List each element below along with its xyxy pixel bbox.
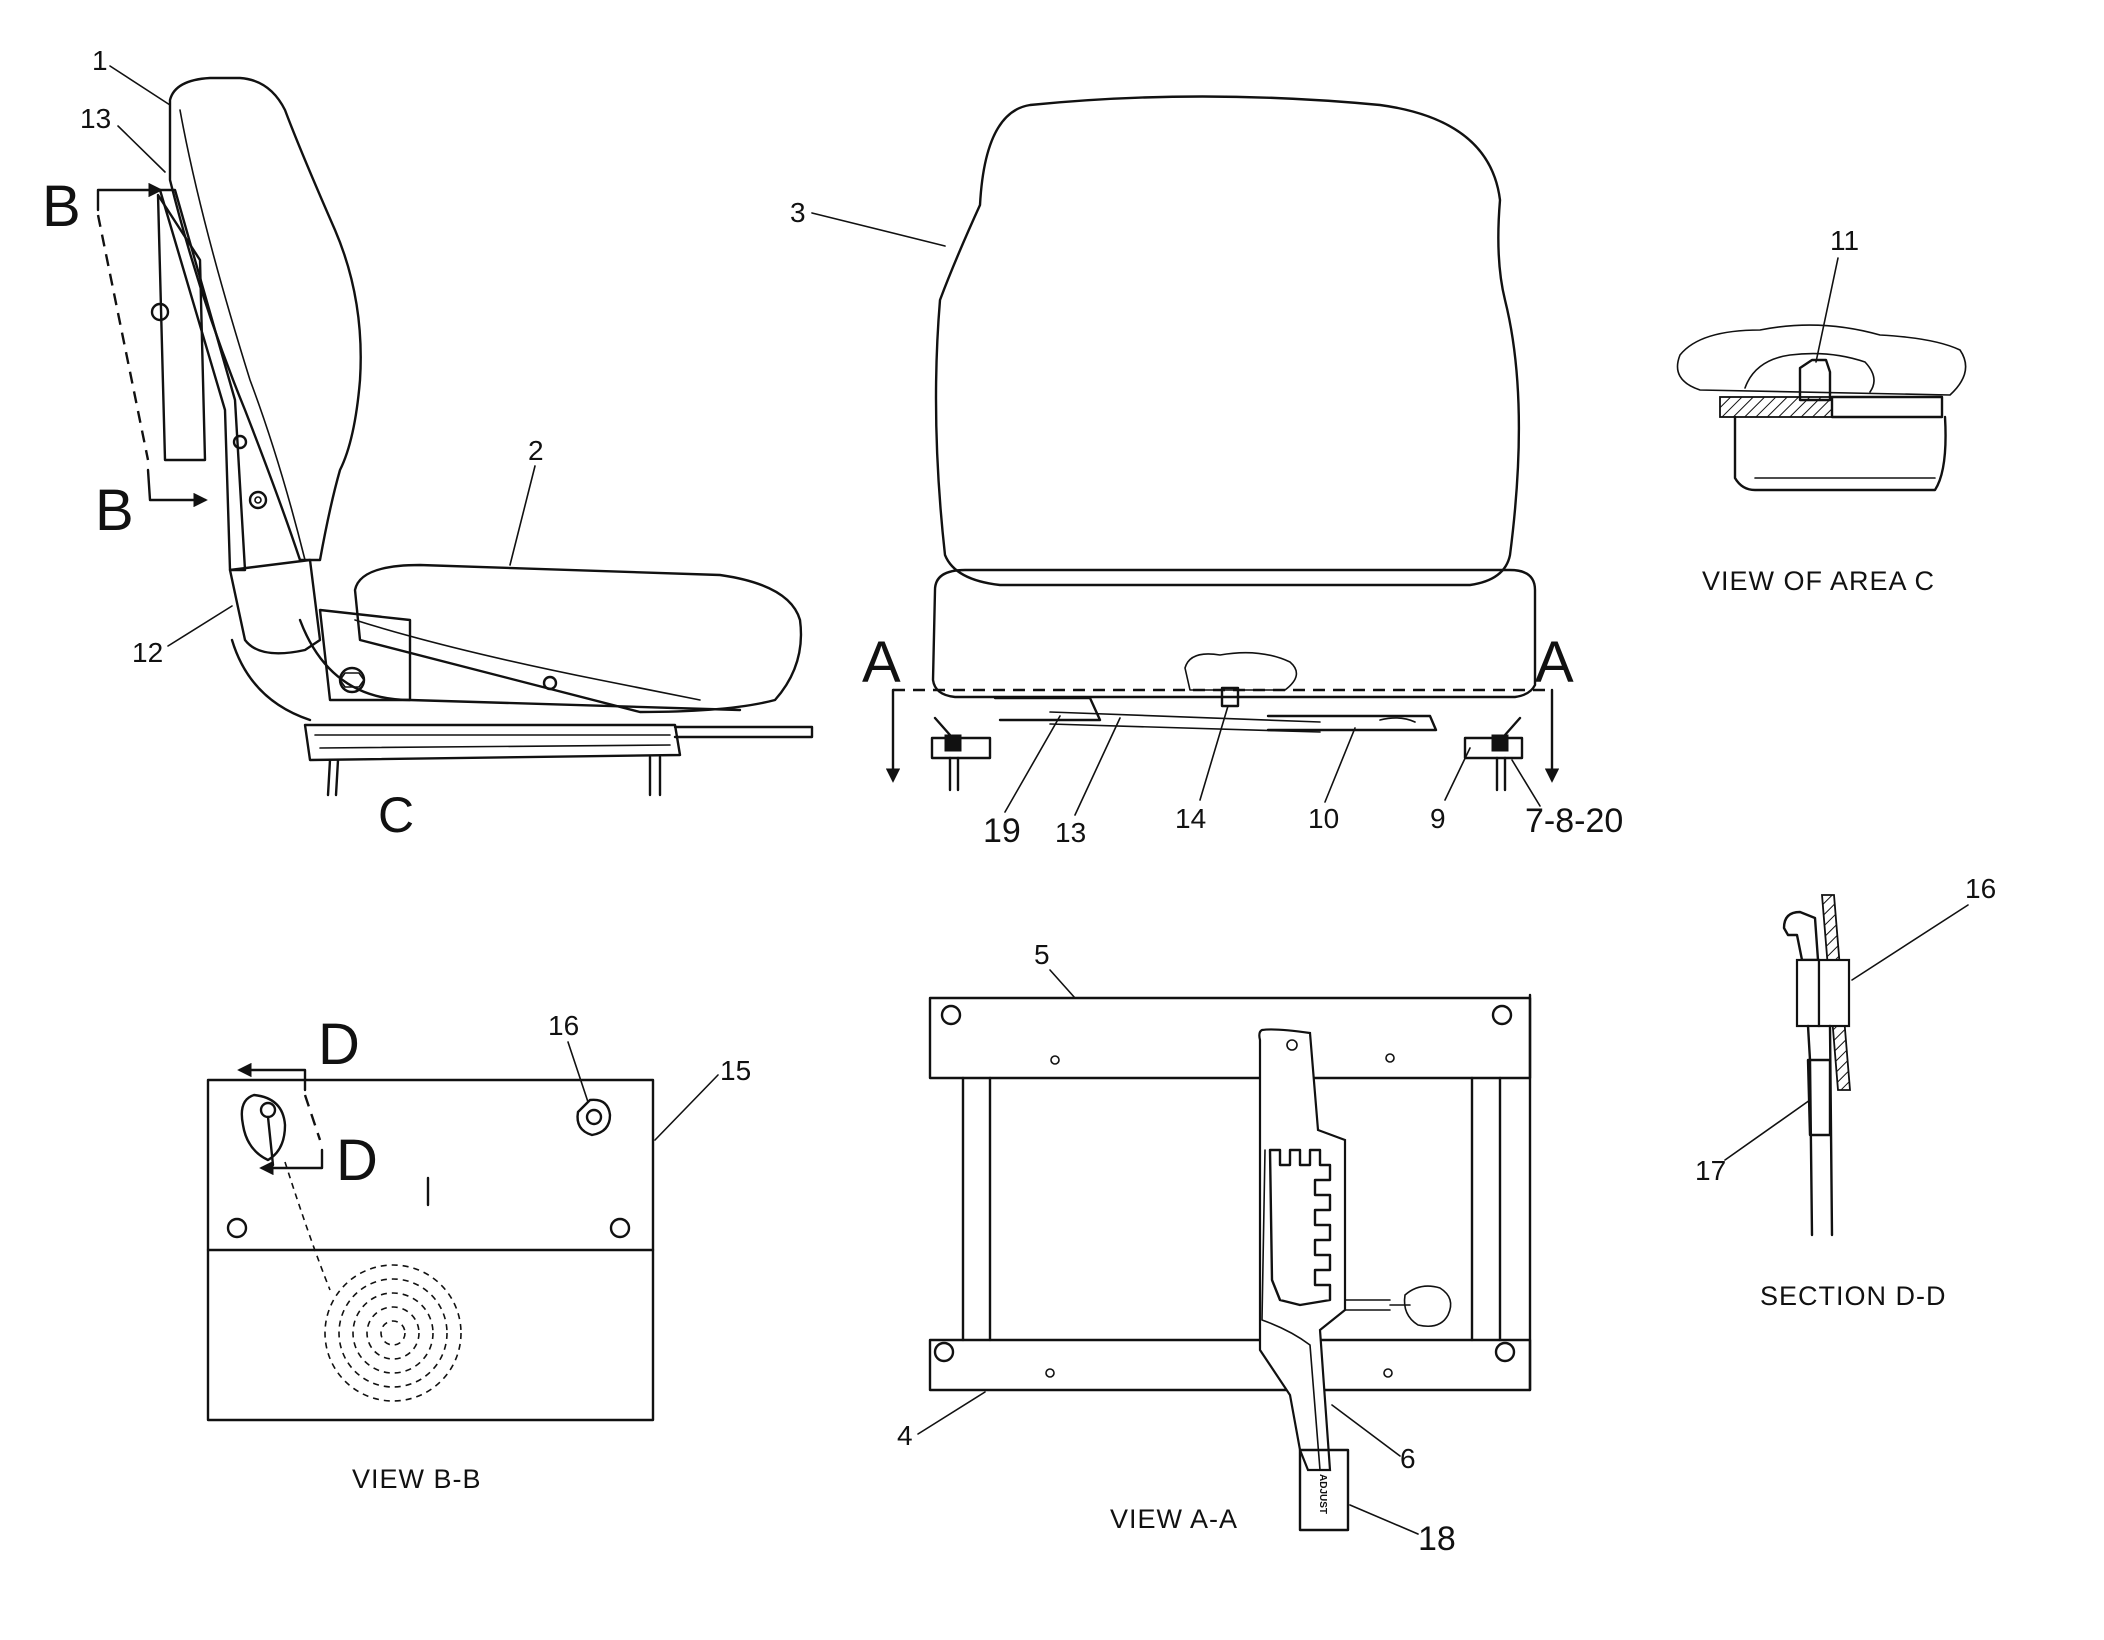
callout-17: 17 bbox=[1695, 1155, 1726, 1186]
rail-top-5 bbox=[928, 996, 1532, 1080]
view-area-c: 11 VIEW OF AREA C bbox=[1676, 225, 1967, 596]
section-letter-a-right: A bbox=[1535, 630, 1574, 695]
section-marker-b: B B bbox=[42, 174, 208, 543]
callout-5: 5 bbox=[1034, 939, 1050, 970]
rail-bottom-4 bbox=[928, 1338, 1532, 1392]
callout-9: 9 bbox=[1430, 803, 1446, 834]
callout-18: 18 bbox=[1418, 1520, 1456, 1558]
caption-view-a-a: VIEW A-A bbox=[1110, 1504, 1238, 1534]
backrest-cushion-side bbox=[168, 76, 362, 562]
callout-3: 3 bbox=[790, 197, 806, 228]
callout-11: 11 bbox=[1830, 225, 1859, 256]
side-view-callouts: 1 13 2 12 bbox=[80, 45, 544, 668]
view-a-a: ADJUST 5 4 6 18 VIEW A-A bbox=[897, 939, 1532, 1558]
caption-view-area-c: VIEW OF AREA C bbox=[1702, 566, 1935, 596]
seat-base-rail-side bbox=[303, 723, 682, 762]
callout-15: 15 bbox=[720, 1055, 751, 1086]
callout-19: 19 bbox=[983, 812, 1021, 850]
adjuster-lever-6 bbox=[1258, 1028, 1347, 1472]
section-letter-d-top: D bbox=[318, 1012, 360, 1077]
seat-cushion-front bbox=[931, 568, 1537, 699]
caption-view-b-b: VIEW B-B bbox=[352, 1464, 482, 1494]
callout-13-front: 13 bbox=[1055, 817, 1086, 848]
area-letter-c: C bbox=[378, 787, 414, 843]
front-view-callouts: 3 19 13 14 10 9 7-8-20 bbox=[790, 197, 1623, 850]
section-letter-b-top: B bbox=[42, 174, 81, 239]
callout-14: 14 bbox=[1175, 803, 1206, 834]
backrest-frame-side bbox=[158, 188, 247, 572]
callout-16-bb: 16 bbox=[548, 1010, 579, 1041]
callout-4: 4 bbox=[897, 1420, 913, 1451]
adjust-tag-18 bbox=[1298, 1448, 1350, 1532]
caption-section-d-d: SECTION D-D bbox=[1760, 1281, 1947, 1311]
callout-2: 2 bbox=[528, 435, 544, 466]
callout-1: 1 bbox=[92, 45, 108, 76]
section-letter-b-bottom: B bbox=[95, 478, 134, 543]
callout-6: 6 bbox=[1400, 1443, 1416, 1474]
section-letter-a-left: A bbox=[862, 630, 901, 695]
backrest-front bbox=[934, 95, 1521, 587]
callout-16-dd: 16 bbox=[1965, 873, 1996, 904]
section-marker-a: A A bbox=[862, 630, 1574, 783]
callout-7-8-20: 7-8-20 bbox=[1525, 802, 1623, 840]
callout-12: 12 bbox=[132, 637, 163, 668]
section-d-d: 16 17 SECTION D-D bbox=[1695, 873, 1996, 1311]
adjust-tag-label: ADJUST bbox=[1317, 1474, 1328, 1514]
view-b-b: D D 16 15 1 VIEW B-B bbox=[206, 1010, 751, 1494]
callout-10: 10 bbox=[1308, 803, 1339, 834]
callout-13-side: 13 bbox=[80, 103, 111, 134]
seat-side-view bbox=[150, 76, 814, 797]
section-letter-d-bottom: D bbox=[336, 1128, 378, 1193]
seat-front-view bbox=[930, 95, 1537, 792]
